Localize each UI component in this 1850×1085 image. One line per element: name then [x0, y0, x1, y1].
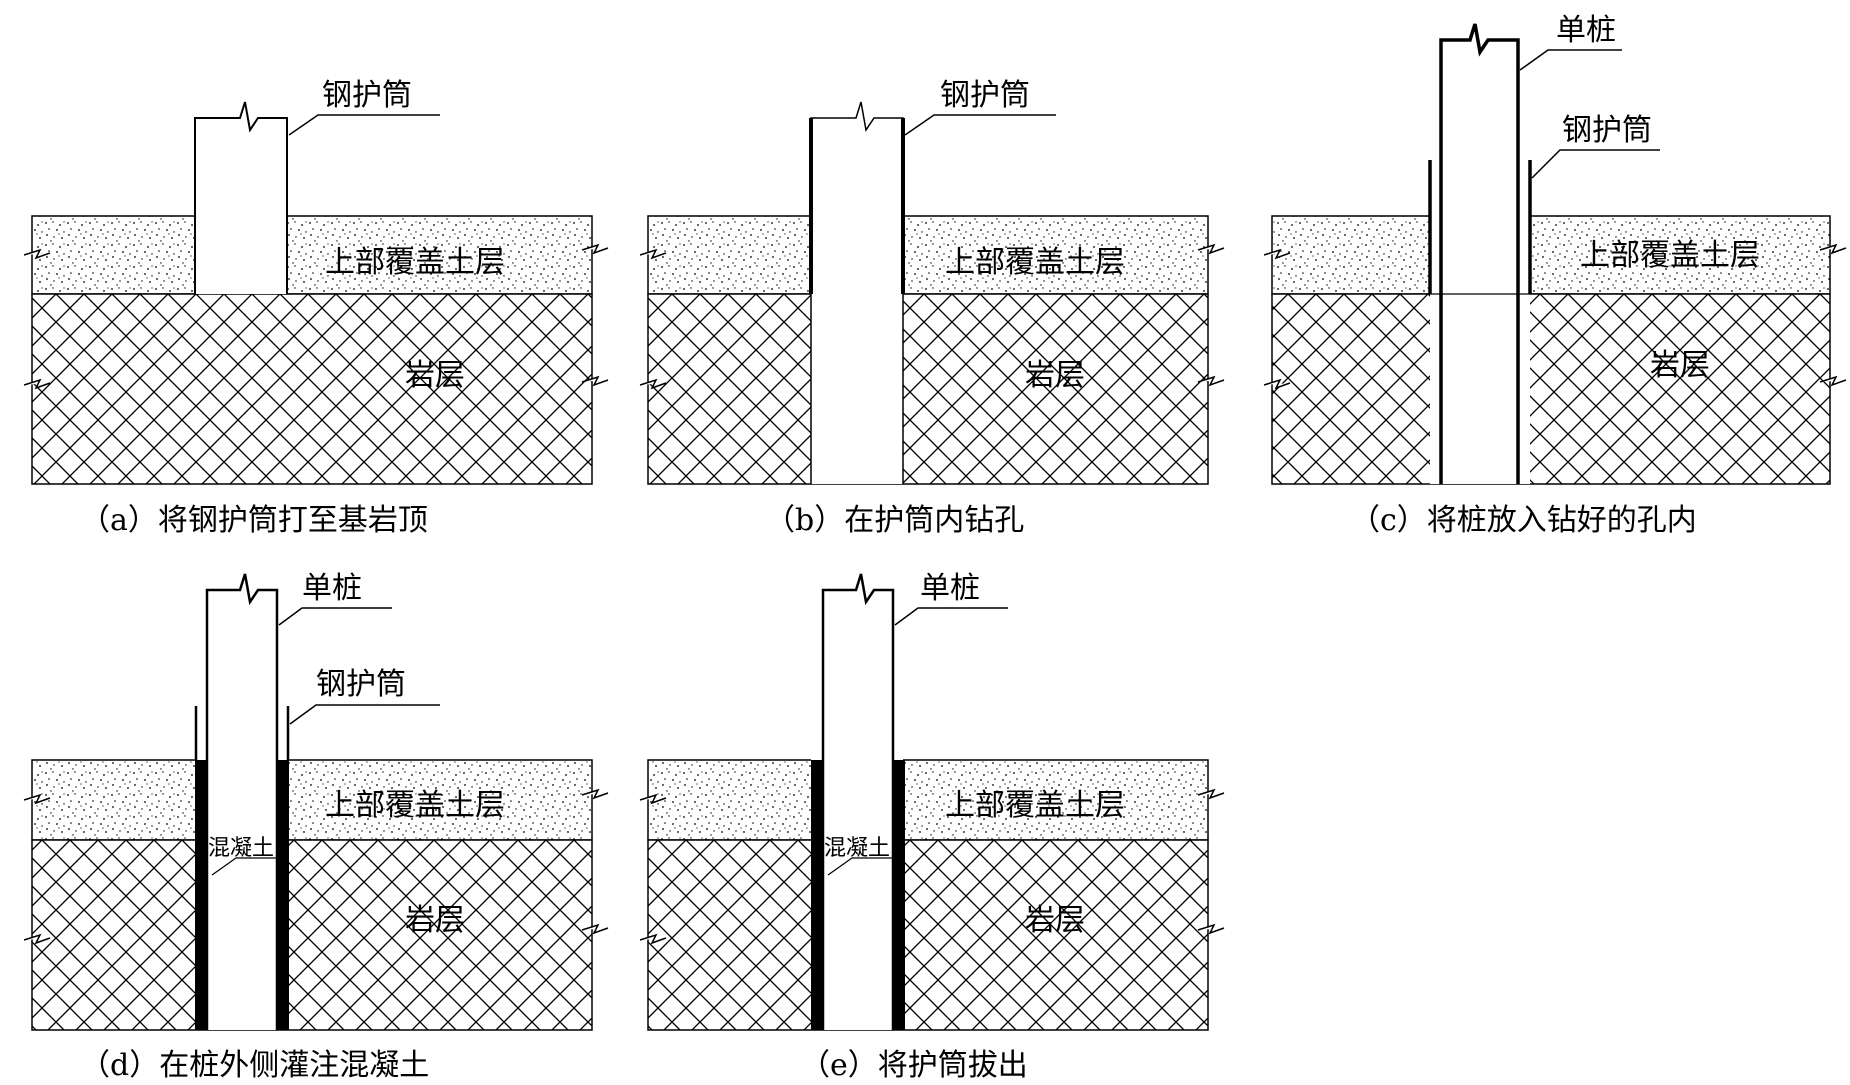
break-mark [1819, 243, 1847, 255]
soil-layer [31, 759, 593, 841]
rock-label: 岩层 [405, 903, 465, 938]
caption: （b）在护筒内钻孔 [765, 503, 1024, 538]
caption: （d）在桩外侧灌注混凝土 [80, 1048, 429, 1083]
soil-layer [647, 759, 1209, 841]
break-mark [639, 378, 667, 390]
soil-layer [1271, 215, 1831, 295]
break-mark [581, 923, 609, 935]
caption: （e）将护筒拔出 [800, 1048, 1028, 1083]
panel-a: 钢护筒 上部覆盖土层 岩层 （a）将钢护筒打至基岩顶 [23, 78, 609, 538]
panel-b: 钢护筒 上部覆盖土层 岩层 （b）在护筒内钻孔 [639, 78, 1225, 538]
soil-label: 上部覆盖土层 [945, 788, 1125, 823]
drilled-hole [1430, 40, 1530, 484]
break-mark [23, 378, 51, 390]
panel-d: 单桩 钢护筒 混凝土 上部覆盖土层 岩层 （d）在桩外侧灌注混凝土 [23, 571, 609, 1083]
soil-layer [647, 215, 1209, 295]
rock-label: 岩层 [405, 358, 465, 393]
casing-label: 钢护筒 [322, 78, 412, 113]
rock-layer [647, 293, 1209, 485]
rock-layer [31, 293, 593, 485]
drilled-hole [811, 590, 903, 1030]
break-mark [23, 793, 51, 805]
rock-layer [1271, 293, 1831, 485]
break-mark [581, 788, 609, 800]
casing-leader [1531, 149, 1660, 179]
pile-leader [278, 607, 392, 626]
pile-label: 单桩 [1556, 13, 1616, 48]
pile-label: 单桩 [920, 571, 980, 606]
concrete-leader [211, 857, 282, 876]
break-mark [1819, 375, 1847, 387]
concrete-fill [811, 760, 823, 1030]
pile [821, 573, 895, 1030]
break-mark [23, 248, 51, 260]
concrete-fill [893, 760, 905, 1030]
break-mark [639, 933, 667, 945]
concrete-leader [827, 857, 898, 876]
drilled-hole [811, 118, 903, 484]
casing-leader [288, 114, 440, 136]
casing-label: 钢护筒 [940, 78, 1030, 113]
pile-leader [1519, 49, 1622, 71]
pile-label: 单桩 [302, 571, 362, 606]
casing-leader [904, 114, 1056, 136]
caption: （a）将钢护筒打至基岩顶 [80, 503, 428, 538]
break-mark [1263, 378, 1291, 390]
panel-c: 单桩 钢护筒 上部覆盖土层 岩层 （c）将桩放入钻好的孔内 [1263, 13, 1847, 538]
rock-layer [647, 839, 1209, 1031]
break-mark [1197, 788, 1225, 800]
concrete-fill [277, 760, 289, 1030]
casing-label: 钢护筒 [1562, 113, 1652, 148]
break-mark [23, 933, 51, 945]
soil-label: 上部覆盖土层 [325, 245, 505, 280]
break-mark [639, 248, 667, 260]
break-mark [1263, 248, 1291, 260]
break-mark [1197, 243, 1225, 255]
pile-leader [894, 607, 1008, 626]
soil-label: 上部覆盖土层 [1580, 238, 1760, 273]
soil-label: 上部覆盖土层 [945, 245, 1125, 280]
casing-label: 钢护筒 [316, 667, 406, 702]
pile [205, 573, 279, 1030]
break-mark [581, 243, 609, 255]
break-mark [1197, 923, 1225, 935]
steel-casing [195, 118, 287, 294]
rock-label: 岩层 [1025, 358, 1085, 393]
drilled-hole [195, 590, 287, 1030]
casing-leader [289, 704, 440, 725]
concrete-label: 混凝土 [824, 836, 890, 861]
rock-label: 岩层 [1650, 348, 1710, 383]
soil-layer [31, 215, 593, 295]
panel-e: 单桩 混凝土 上部覆盖土层 岩层 （e）将护筒拔出 [639, 571, 1225, 1083]
caption: （c）将桩放入钻好的孔内 [1350, 503, 1697, 538]
rock-layer [31, 839, 593, 1031]
concrete-fill [195, 760, 207, 1030]
break-mark [639, 793, 667, 805]
break-mark [581, 375, 609, 387]
concrete-label: 混凝土 [208, 836, 274, 861]
soil-label: 上部覆盖土层 [325, 788, 505, 823]
break-mark [1197, 375, 1225, 387]
pile [1439, 23, 1520, 484]
rock-label: 岩层 [1025, 903, 1085, 938]
